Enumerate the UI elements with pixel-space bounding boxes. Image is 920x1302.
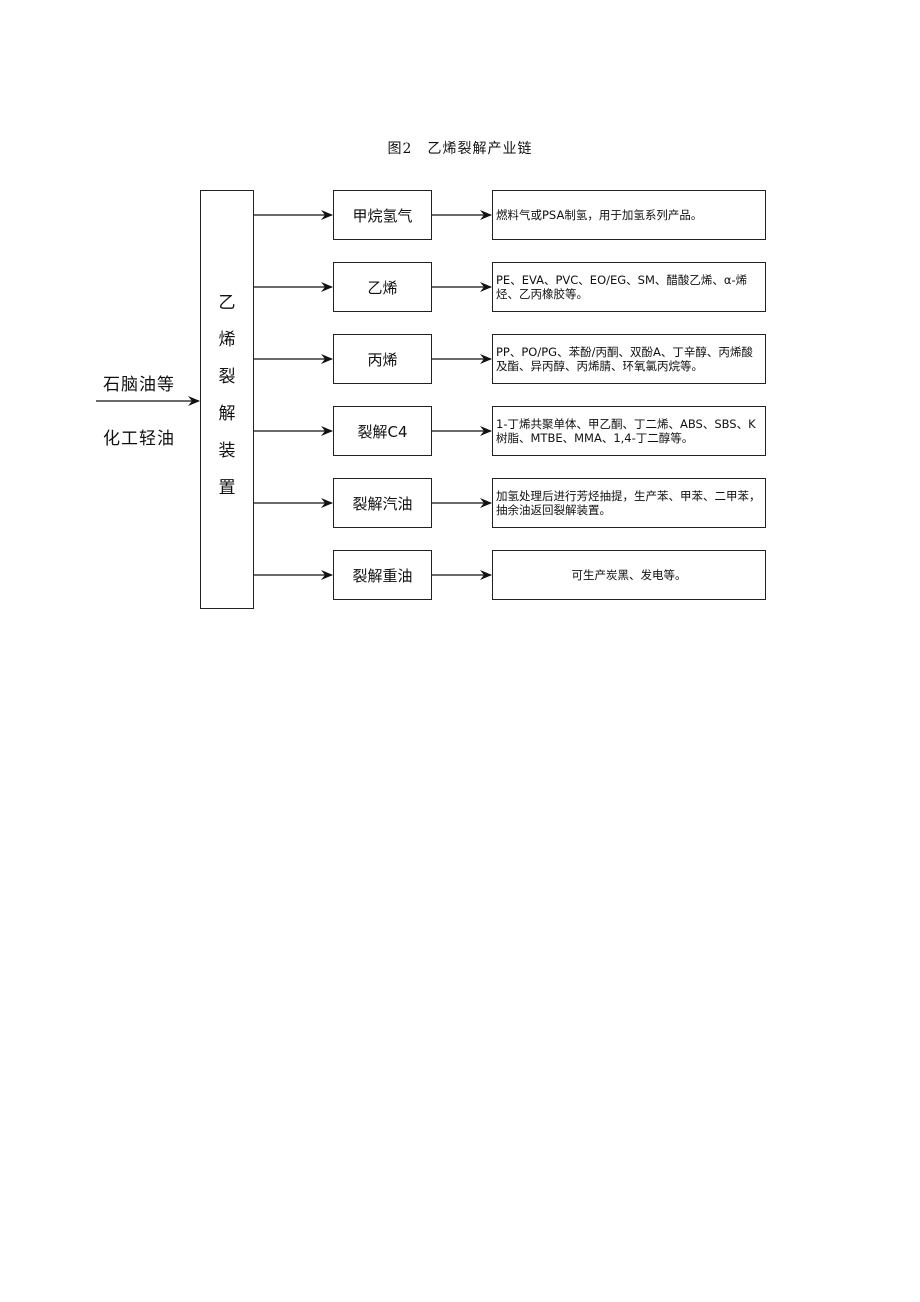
description-box-ethylene: PE、EVA、PVC、EO/EG、SM、醋酸乙烯、α-烯烃、乙丙橡胶等。 (492, 262, 766, 312)
product-box-propylene: 丙烯 (333, 334, 432, 384)
description-text: 燃料气或PSA制氢，用于加氢系列产品。 (496, 208, 703, 222)
description-box-cracked-gasoline: 加氢处理后进行芳烃抽提，生产苯、甲苯、二甲苯，抽余油返回裂解装置。 (492, 478, 766, 528)
unit-char-6: 置 (218, 478, 236, 498)
description-text: 可生产炭黑、发电等。 (571, 568, 687, 582)
product-box-cracked-c4: 裂解C4 (333, 406, 432, 456)
description-box-cracked-c4: 1-丁烯共聚单体、甲乙酮、丁二烯、ABS、SBS、K树脂、MTBE、MMA、1,… (492, 406, 766, 456)
unit-char-1: 乙 (218, 293, 236, 313)
description-text: 1-丁烯共聚单体、甲乙酮、丁二烯、ABS、SBS、K树脂、MTBE、MMA、1,… (496, 417, 756, 445)
product-box-cracked-heavy-oil: 裂解重油 (333, 550, 432, 600)
description-box-propylene: PP、PO/PG、苯酚/丙酮、双酚A、丁辛醇、丙烯酸及酯、异丙醇、丙烯腈、环氧氯… (492, 334, 766, 384)
ethylene-cracking-unit: 乙 烯 裂 解 装 置 (200, 190, 254, 609)
product-box-cracked-gasoline: 裂解汽油 (333, 478, 432, 528)
product-box-methane-hydrogen: 甲烷氢气 (333, 190, 432, 240)
description-text: PE、EVA、PVC、EO/EG、SM、醋酸乙烯、α-烯烃、乙丙橡胶等。 (496, 273, 748, 301)
product-box-ethylene: 乙烯 (333, 262, 432, 312)
unit-char-4: 解 (218, 404, 236, 424)
unit-char-3: 裂 (218, 367, 236, 387)
description-box-cracked-heavy-oil: 可生产炭黑、发电等。 (492, 550, 766, 600)
unit-char-5: 装 (218, 441, 236, 461)
feedstock-label-line2: 化工轻油 (103, 429, 175, 449)
feedstock-label-line1: 石脑油等 (103, 375, 175, 395)
description-box-methane-hydrogen: 燃料气或PSA制氢，用于加氢系列产品。 (492, 190, 766, 240)
description-text: PP、PO/PG、苯酚/丙酮、双酚A、丁辛醇、丙烯酸及酯、异丙醇、丙烯腈、环氧氯… (496, 345, 753, 373)
figure-caption: 图2 乙烯裂解产业链 (387, 141, 533, 157)
unit-char-2: 烯 (218, 330, 236, 350)
description-text: 加氢处理后进行芳烃抽提，生产苯、甲苯、二甲苯，抽余油返回裂解装置。 (496, 489, 761, 517)
